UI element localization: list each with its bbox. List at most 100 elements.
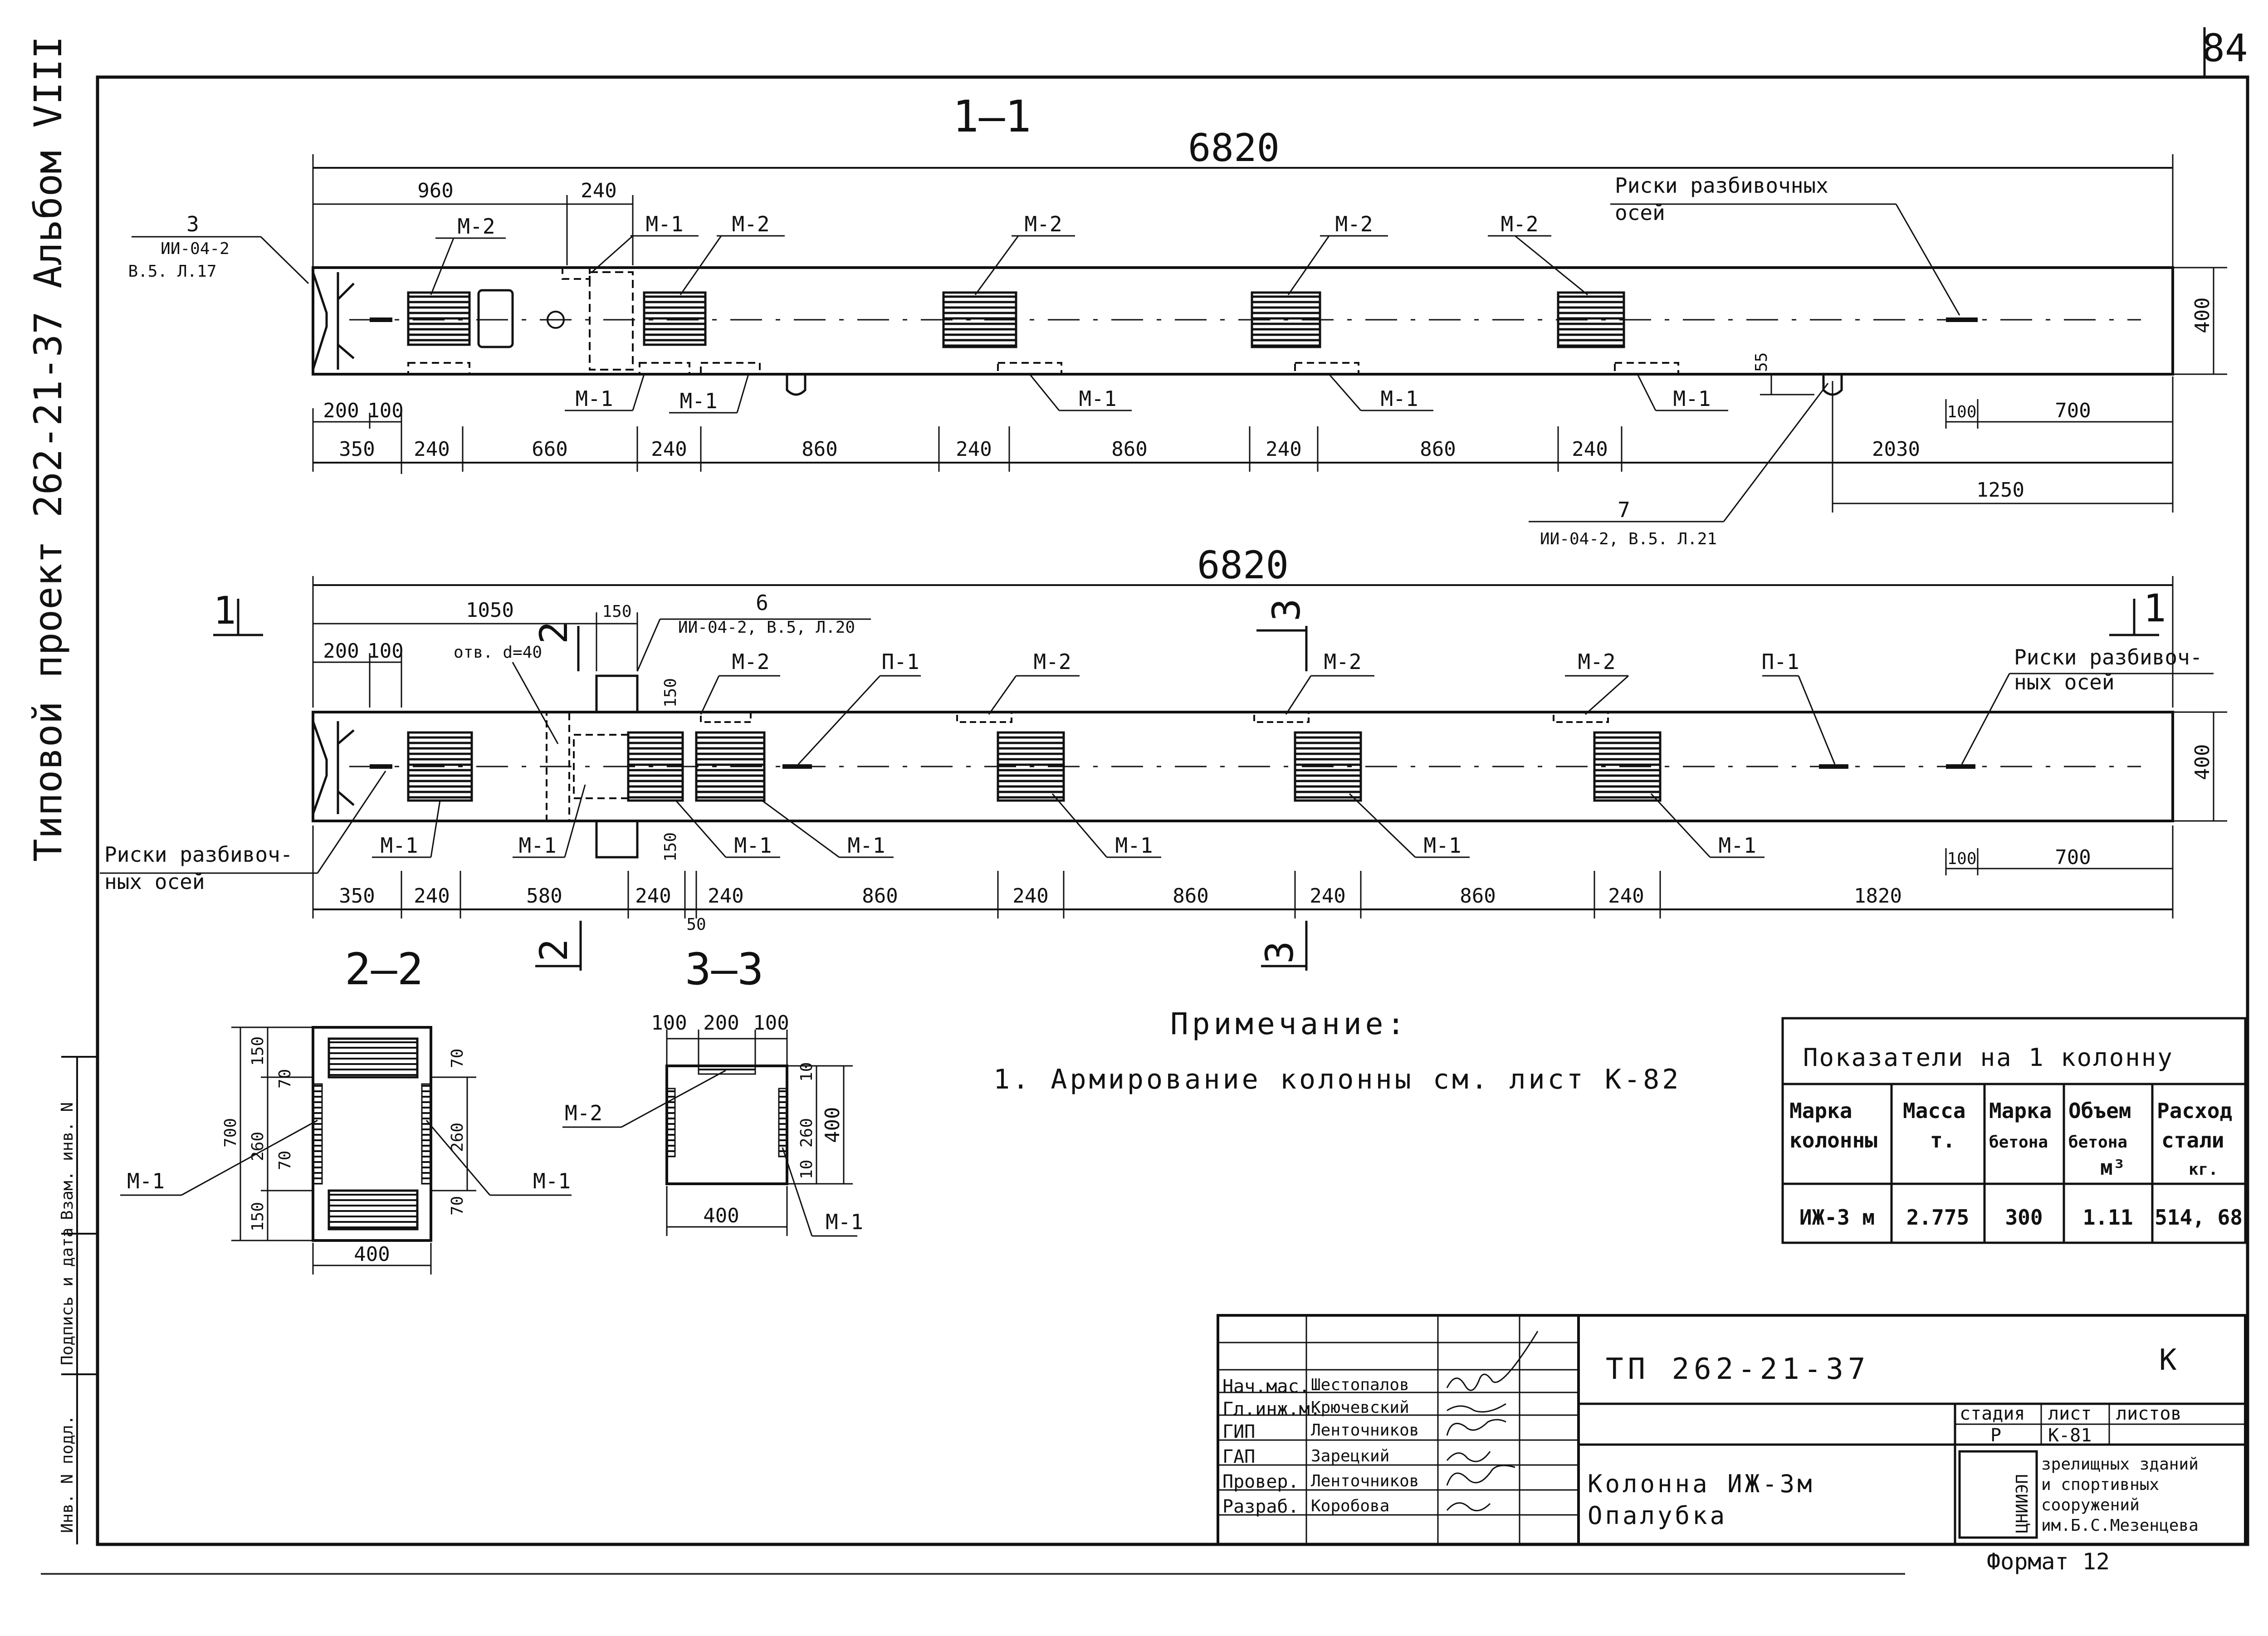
- drawing-stroke: [1723, 383, 1829, 522]
- drawing-label: ГИП: [1222, 1421, 1255, 1442]
- drawing-label: отв. d=40: [454, 643, 542, 662]
- drawing-label: М-1: [1718, 833, 1756, 858]
- drawing-label: 860: [862, 884, 898, 908]
- drawing-label: Ленточников: [1311, 1421, 1419, 1440]
- drawing-stroke: [1253, 711, 1310, 723]
- view-1-beam: [312, 266, 2174, 376]
- drawing-label: 400: [2191, 298, 2214, 333]
- drawing-label: Риски разбивоч-: [104, 842, 293, 867]
- drawing-label: 260: [448, 1123, 467, 1152]
- drawing-label: 240: [1266, 438, 1301, 461]
- drawing-label: 10: [797, 1160, 816, 1179]
- drawing-label: кг.: [2189, 1160, 2218, 1179]
- drawing-stroke: [1446, 1502, 1491, 1512]
- drawing-label: Зарецкий: [1311, 1447, 1389, 1465]
- drawing-label: Подпись и дата: [58, 1228, 77, 1365]
- drawing-label: 1250: [1976, 479, 2024, 502]
- drawing-label: 200: [323, 640, 359, 663]
- drawing-stroke: [1446, 1465, 1515, 1486]
- section-2-title: 2—2: [345, 944, 423, 995]
- drawing-label: К-81: [2048, 1425, 2092, 1446]
- drawing-stroke: [591, 235, 633, 273]
- drawing-stroke: [421, 1083, 432, 1185]
- drawing-stroke: [312, 1083, 323, 1185]
- drawing-stroke: [312, 825, 2174, 918]
- object-type: Опалубка: [1588, 1501, 1727, 1530]
- drawing-label: М-1: [518, 833, 556, 858]
- drawing-label: им.Б.С.Мезенцева: [2041, 1516, 2199, 1535]
- drawing-label: М-1: [533, 1169, 571, 1193]
- drawing-label: 400: [821, 1107, 844, 1143]
- drawing-label: М-1: [645, 212, 683, 236]
- plate-m1: [1294, 731, 1362, 802]
- drawing-label: листов: [2116, 1403, 2182, 1424]
- drawing-label: 350: [339, 884, 375, 908]
- drawing-label: 55: [1752, 352, 1771, 372]
- object-name: Колонна ИЖ-3м: [1588, 1470, 1815, 1498]
- drawing-stroke: [425, 1120, 491, 1196]
- drawing-label: 260: [797, 1118, 816, 1148]
- doc-part: К: [2159, 1343, 2177, 1377]
- drawing-stroke: [1890, 1084, 2154, 1243]
- drawing-label: 1: [2143, 586, 2166, 630]
- drawing-label: 100: [753, 1011, 789, 1035]
- drawing-stroke: [1650, 793, 1711, 858]
- drawing-label: 700: [221, 1118, 240, 1148]
- drawing-label: 860: [1173, 884, 1208, 908]
- indicators-table: Показатели на 1 колонну Марка колонны Ма…: [1781, 1017, 2247, 1244]
- drawing-stroke: [1515, 235, 1588, 296]
- drawing-label: бетона: [1989, 1133, 2048, 1152]
- signatures: [1446, 1331, 1539, 1512]
- drawing-stroke: [1584, 675, 1629, 715]
- page-number: 84: [2202, 26, 2248, 70]
- drawing-label: П-1: [1761, 650, 1799, 674]
- drawing-label: ИИ-04-2: [161, 239, 230, 258]
- drawing-stroke: [1051, 793, 1108, 858]
- drawing-stroke: [462, 376, 2174, 472]
- drawing-stroke: [1961, 673, 2010, 765]
- drawing-label: 860: [1460, 884, 1496, 908]
- drawing-label: 660: [532, 438, 567, 461]
- drawing-stroke: [1447, 1403, 1506, 1413]
- plate-m1: [997, 731, 1065, 802]
- drawing-label: 70: [276, 1069, 294, 1089]
- side-caption: Типовой проект 262-21-37 Альбом VIII: [26, 36, 70, 862]
- drawing-label: М-1: [575, 386, 613, 411]
- drawing-label: 350: [339, 438, 375, 461]
- drawing-label: 400: [2191, 744, 2214, 780]
- plate-m1: [407, 731, 473, 802]
- drawing-label: Шестопалов: [1311, 1376, 1409, 1394]
- drawing-stroke: [666, 1030, 788, 1066]
- drawing-stroke: [679, 235, 722, 295]
- drawing-label: Объем: [2068, 1099, 2131, 1123]
- drawing-label: 6: [756, 591, 768, 615]
- drawing-stroke: [589, 271, 634, 371]
- table-cell: 514, 68: [2155, 1205, 2243, 1230]
- drawing-label: 10: [797, 1062, 816, 1082]
- drawing-label: Провер.: [1222, 1471, 1299, 1492]
- drawing-label: Гл.инж.м.: [1222, 1399, 1321, 1420]
- drawing-stroke: [665, 1065, 788, 1185]
- drawing-stroke: [327, 1189, 419, 1231]
- doc-code: ТП 262-21-37: [1606, 1353, 1870, 1386]
- drawing-stroke: [700, 675, 1836, 765]
- drawing-stroke: [736, 374, 749, 413]
- drawing-label: ИИ-04-2, В.5. Л.21: [1540, 530, 1717, 548]
- drawing-label: 860: [1111, 438, 1147, 461]
- drawing-stroke: [997, 362, 1062, 375]
- drawing-stroke: М-1 М-1 М-1 М-1 М-1 М-1 М-1: [380, 833, 1756, 858]
- drawing-stroke: [621, 1070, 726, 1128]
- org-logo: [1958, 1450, 2038, 1539]
- drawing-label: 3: [1257, 941, 1302, 964]
- drawing-label: 150: [661, 832, 680, 862]
- drawing-label: 240: [635, 884, 671, 908]
- drawing-label: бетона: [2068, 1133, 2127, 1152]
- drawing-label: стали: [2161, 1128, 2224, 1153]
- drawing-label: 2: [532, 621, 576, 644]
- sheet-frame: [96, 75, 2249, 1546]
- drawing-label: Расход: [2157, 1099, 2232, 1123]
- drawing-stroke: [407, 267, 1679, 375]
- drawing-label: П-1: [881, 650, 919, 674]
- drawing-label: М-2: [1335, 212, 1373, 236]
- drawing-stroke: Нач.мас. Гл.инж.м. ГИП ГАП Провер. Разра…: [1222, 1376, 1419, 1517]
